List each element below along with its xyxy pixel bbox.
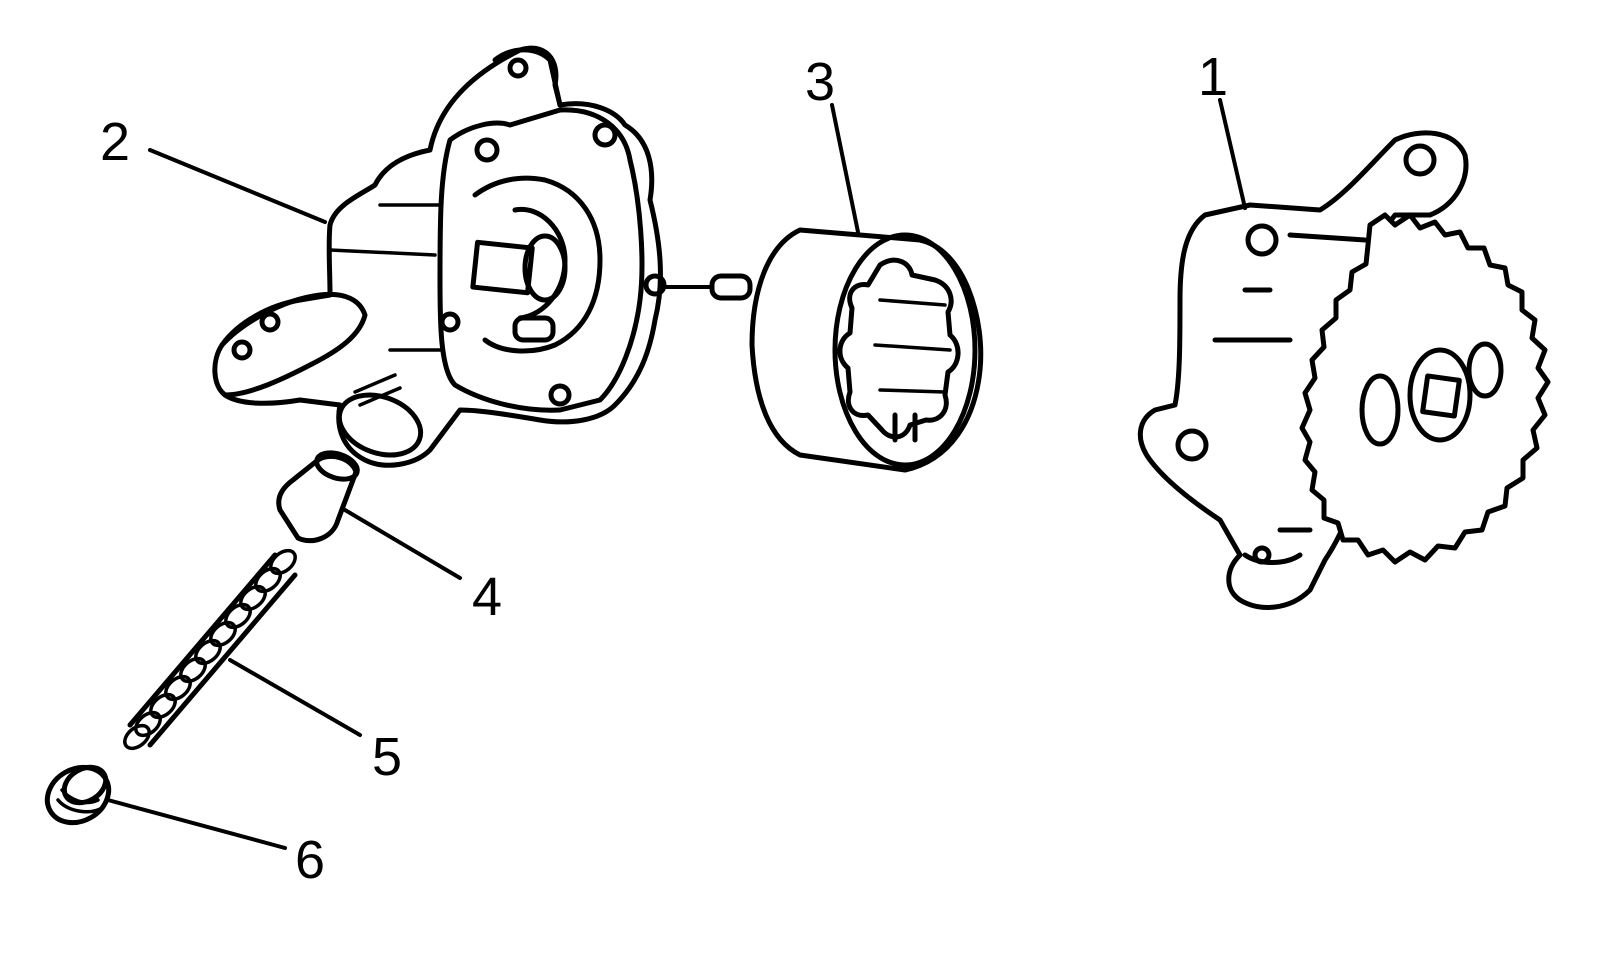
leader-line-6 — [106, 798, 287, 850]
pump-body-with-sprocket — [1137, 130, 1551, 610]
relief-valve-spring — [123, 548, 298, 751]
callout-labels: 1 2 3 4 5 6 — [100, 47, 1228, 890]
rotor-gear-set — [749, 227, 984, 473]
leader-line-4 — [343, 508, 462, 580]
callout-2: 2 — [100, 112, 130, 172]
pump-housing — [212, 45, 667, 468]
relief-valve-piston — [276, 450, 360, 544]
callout-5: 5 — [372, 727, 402, 787]
leader-lines — [106, 98, 1247, 850]
callout-3: 3 — [805, 52, 835, 112]
leader-line-3 — [830, 103, 860, 234]
leader-line-1 — [1218, 98, 1247, 210]
relief-valve-plug — [44, 764, 112, 826]
leader-line-5 — [228, 658, 362, 737]
callout-1: 1 — [1198, 47, 1228, 107]
callout-4: 4 — [472, 567, 502, 627]
callout-6: 6 — [295, 830, 325, 890]
locating-dowel — [663, 273, 753, 301]
leader-line-2 — [148, 148, 327, 224]
